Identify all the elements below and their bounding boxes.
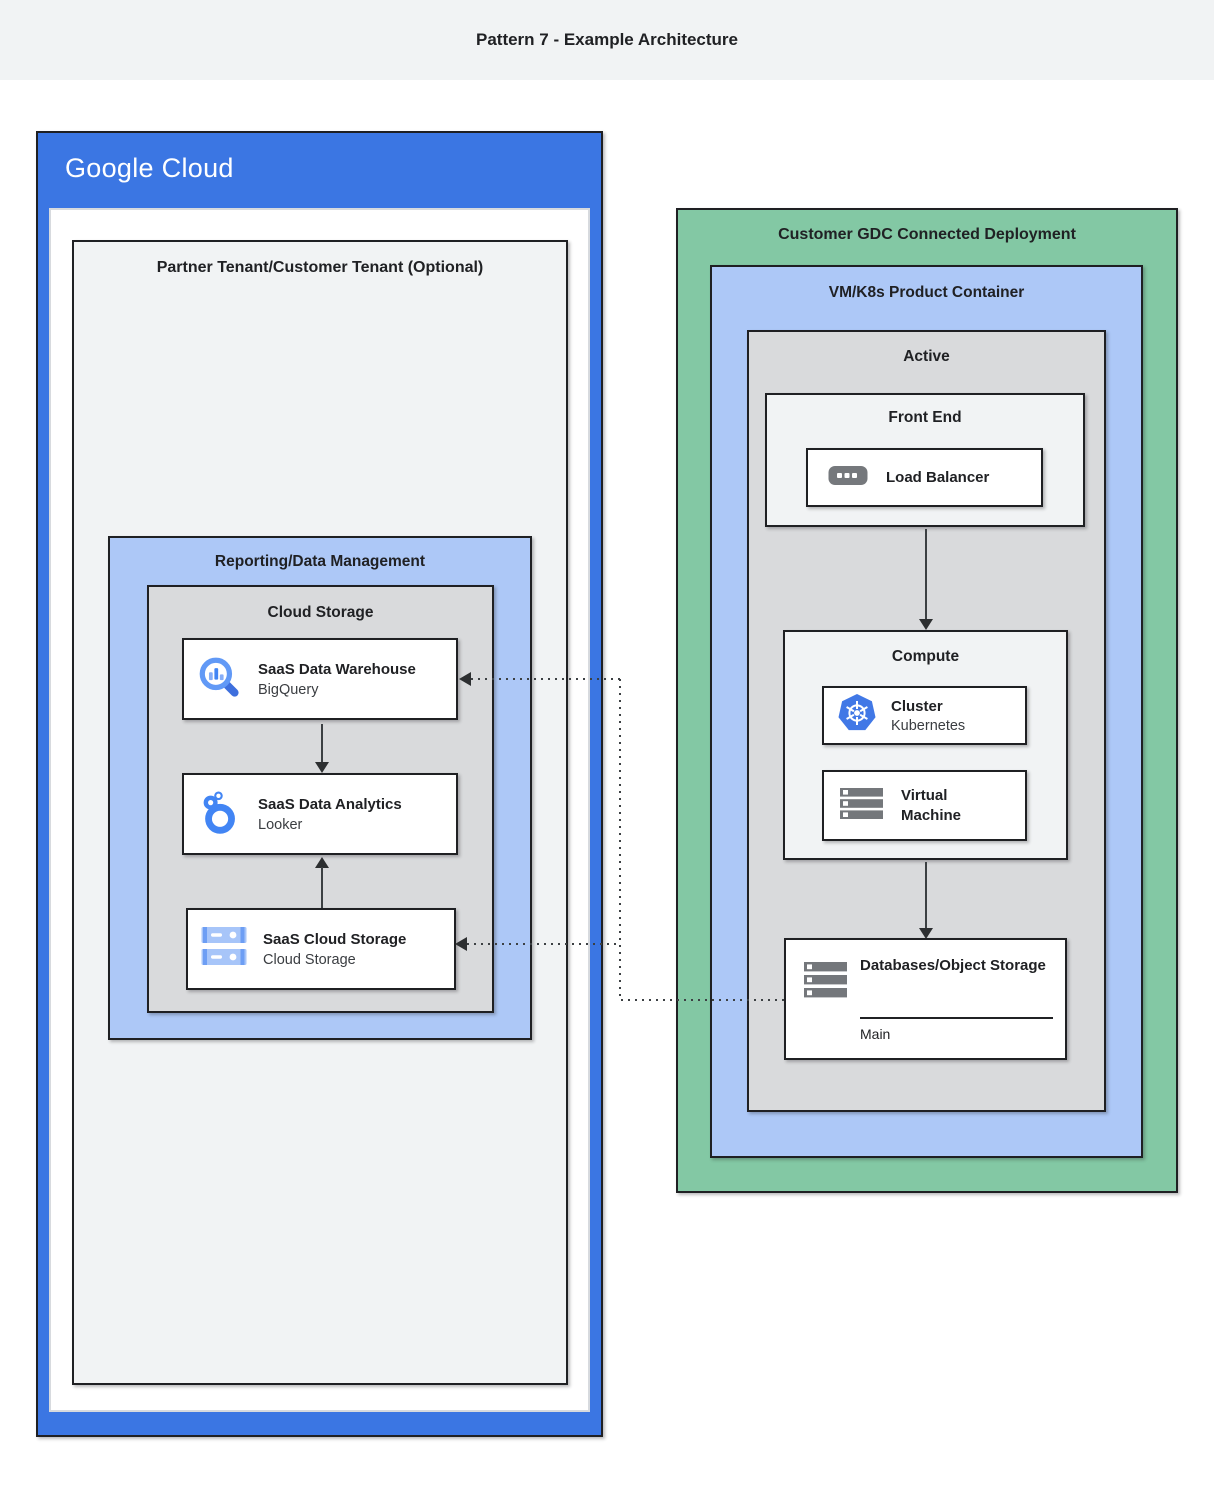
- arrowhead-up-icon: [315, 857, 329, 868]
- arrowhead-down-icon: [919, 928, 933, 939]
- bigquery-icon: [196, 654, 242, 705]
- card-subtitle: Cloud Storage: [263, 951, 356, 968]
- google-cloud-logo: Google Cloud: [65, 153, 234, 183]
- arrowhead-left-icon: [455, 937, 467, 951]
- dotted-connector-from-databases: [621, 999, 784, 1001]
- virtual-machine-card: Virtual Machine: [822, 770, 1027, 841]
- front-end-panel: Front End Load Balancer: [765, 393, 1085, 527]
- card-subtitle: Kubernetes: [891, 718, 966, 735]
- card-title: Databases/Object Storage: [860, 957, 1046, 974]
- storage-stack-icon: [804, 962, 848, 1003]
- card-subtitle: Looker: [258, 816, 303, 833]
- compute-title: Compute: [891, 648, 960, 665]
- partner-tenant-title: Partner Tenant/Customer Tenant (Optional…: [156, 259, 484, 276]
- arrowhead-left-icon: [459, 672, 471, 686]
- active-panel: Active Front End Load Balancer: [747, 330, 1106, 1112]
- card-title: SaaS Data Warehouse: [258, 661, 416, 679]
- page-title: Pattern 7 - Example Architecture: [475, 30, 738, 49]
- arrow-warehouse-to-analytics: [321, 724, 323, 763]
- card-title: Cluster: [891, 697, 943, 715]
- arrowhead-down-icon: [919, 619, 933, 630]
- dotted-connector-to-warehouse: [471, 678, 620, 680]
- compute-panel: Compute: [783, 630, 1068, 860]
- card-title: Load Balancer: [886, 468, 990, 486]
- saas-data-warehouse-card: SaaS Data Warehouse BigQuery: [182, 638, 458, 720]
- dotted-connector-to-saas-storage: [467, 943, 620, 945]
- saas-cloud-storage-card: SaaS Cloud Storage Cloud Storage: [186, 908, 456, 990]
- reporting-title: Reporting/Data Management: [214, 553, 426, 570]
- gdc-deployment-panel: Customer GDC Connected Deployment VM/K8s…: [676, 208, 1178, 1193]
- load-balancer-icon: [828, 465, 868, 491]
- virtual-machine-icon: [840, 787, 884, 824]
- cloud-storage-group: Cloud Storage: [147, 585, 494, 1013]
- dotted-connector-vertical: [619, 679, 621, 1000]
- cloud-storage-icon: [200, 926, 248, 973]
- databases-object-storage-card: Databases/Object Storage Main: [784, 938, 1067, 1060]
- card-title: SaaS Cloud Storage: [263, 931, 407, 949]
- storage-main-label: Main: [860, 1026, 891, 1042]
- load-balancer-card: Load Balancer: [806, 448, 1043, 507]
- vm-k8s-product-container: VM/K8s Product Container Active Front En…: [710, 265, 1143, 1158]
- looker-icon: [196, 789, 242, 840]
- active-title: Active: [903, 348, 950, 365]
- cloud-storage-group-title: Cloud Storage: [267, 604, 374, 621]
- card-title: Virtual Machine: [901, 787, 962, 824]
- product-container-title: VM/K8s Product Container: [828, 284, 1025, 301]
- card-title: SaaS Data Analytics: [258, 796, 402, 814]
- kubernetes-icon: [837, 693, 877, 738]
- storage-divider: [860, 1017, 1053, 1019]
- reporting-data-management-panel: Reporting/Data Management Cloud Storage: [108, 536, 532, 1040]
- google-cloud-inner-panel: Partner Tenant/Customer Tenant (Optional…: [49, 208, 590, 1412]
- arrow-frontend-to-compute: [925, 529, 927, 619]
- gdc-deployment-title: Customer GDC Connected Deployment: [778, 226, 1076, 243]
- arrow-storage-to-analytics: [321, 867, 323, 908]
- card-subtitle: BigQuery: [258, 681, 319, 698]
- arrow-compute-to-storage: [925, 862, 927, 928]
- partner-tenant-panel: Partner Tenant/Customer Tenant (Optional…: [72, 240, 568, 1385]
- saas-data-analytics-card: SaaS Data Analytics Looker: [182, 773, 458, 855]
- arrowhead-down-icon: [315, 762, 329, 773]
- google-cloud-frame: Google Cloud Partner Tenant/Customer Ten…: [36, 131, 603, 1437]
- front-end-title: Front End: [888, 409, 962, 426]
- diagram-title-bar: Pattern 7 - Example Architecture: [0, 0, 1214, 80]
- cluster-card: Cluster Kubernetes: [822, 686, 1027, 745]
